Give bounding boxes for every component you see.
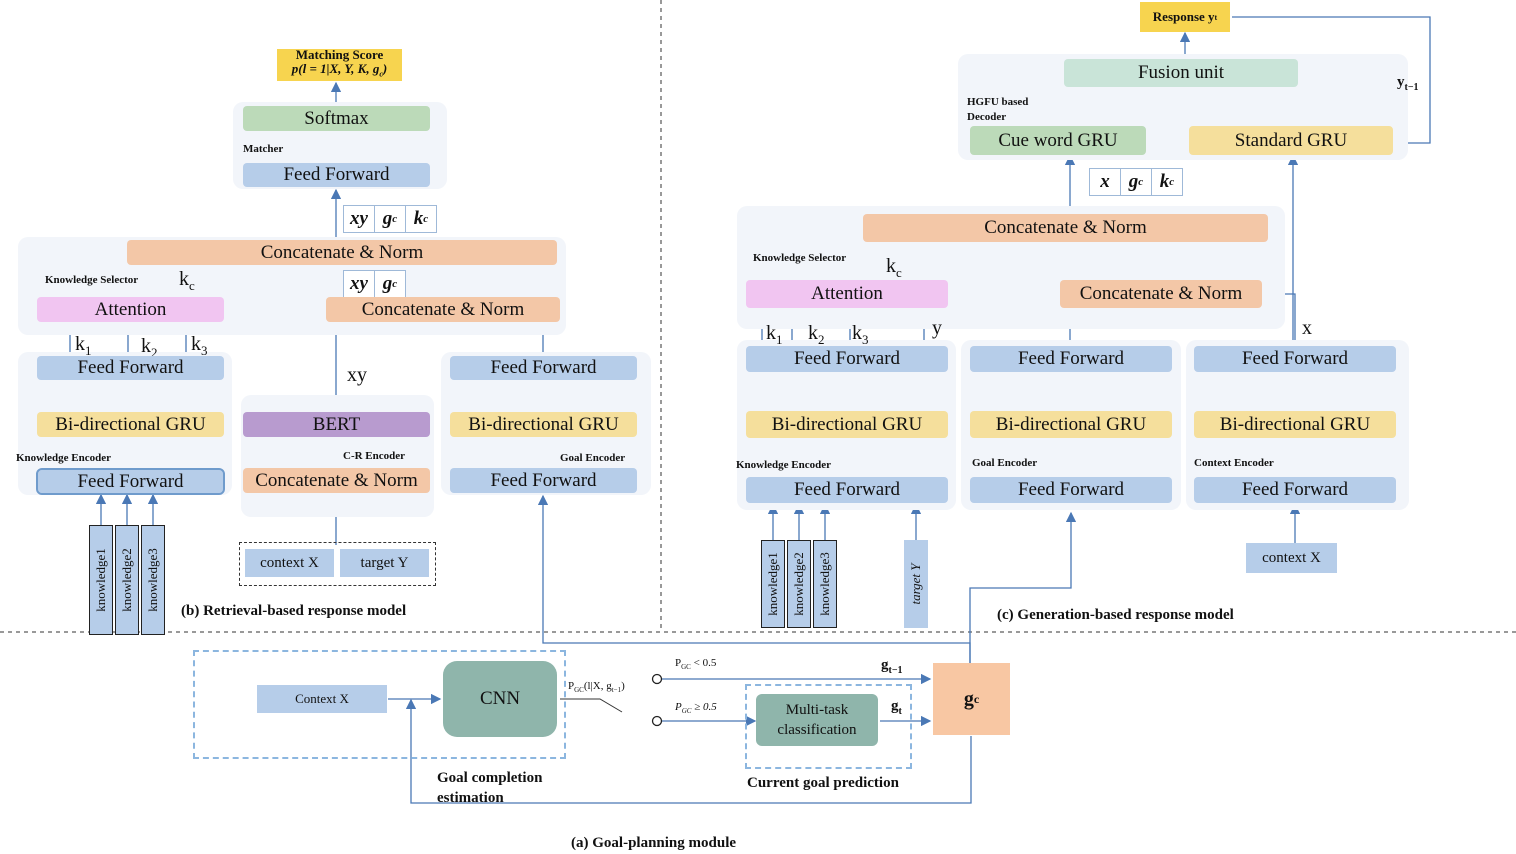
gen-knowledge-encoder-label: Knowledge Encoder <box>736 459 832 471</box>
gen-knowledge3: knowledge3 <box>813 540 837 628</box>
bert-box: BERT <box>243 412 430 437</box>
cr-concat-norm: Concatenate & Norm <box>243 468 430 493</box>
y-prev-label: yt−1 <box>1397 74 1419 93</box>
top-concat-norm: Concatenate & Norm <box>127 240 557 265</box>
cr-input-box <box>239 542 436 586</box>
k1-label: k1 <box>75 333 92 358</box>
gen-knowledge-bigru: Bi-directional GRU <box>746 411 948 438</box>
inner-concat-norm: Concatenate & Norm <box>326 297 560 322</box>
triple-mid-xy: xy <box>344 271 375 297</box>
gen-x-label: x <box>1302 317 1312 339</box>
cr-encoder-label: C-R Encoder <box>343 450 406 462</box>
goal-feed-forward-bottom: Feed Forward <box>450 468 637 493</box>
goal-encoder-label: Goal Encoder <box>560 452 626 464</box>
gen-context-bigru: Bi-directional GRU <box>1194 411 1396 438</box>
k3-label: k3 <box>191 333 208 358</box>
gen-knowledge-selector-label: Knowledge Selector <box>753 252 847 264</box>
softmax-box: Softmax <box>243 106 430 131</box>
matching-score-box: Matching Score p(l = 1|X, Y, K, gc) <box>277 47 402 81</box>
goal-bigru: Bi-directional GRU <box>450 412 637 437</box>
matcher-label: Matcher <box>243 143 284 155</box>
gen-top-concat-norm: Concatenate & Norm <box>863 214 1268 242</box>
retrieval-knowledge2: knowledge2 <box>115 525 139 635</box>
cnn-box: CNN <box>443 661 557 737</box>
gen-context-encoder-label: Context Encoder <box>1194 457 1274 469</box>
triple-top-xy: xy <box>344 206 375 232</box>
goal-completion-label: Goal completion estimation <box>437 770 543 806</box>
matcher-feed-forward: Feed Forward <box>243 163 430 187</box>
knowledge-selector-label: Knowledge Selector <box>45 274 139 286</box>
gen-triple-x: x <box>1090 169 1121 195</box>
multitask-box: Multi-task classification <box>756 694 878 746</box>
p-ge-label: PGC ≥ 0.5 <box>675 701 717 716</box>
gen-goal-bigru: Bi-directional GRU <box>970 411 1172 438</box>
p-lt-label: PGC < 0.5 <box>675 657 717 672</box>
retrieval-caption: (b) Retrieval-based response model <box>181 603 407 619</box>
matching-score-sub: c <box>379 69 383 79</box>
gen-knowledge2: knowledge2 <box>787 540 811 628</box>
cue-word-gru: Cue word GRU <box>970 126 1146 155</box>
g-prev-label: gt−1 <box>881 657 903 676</box>
gen-attention: Attention <box>746 280 948 308</box>
gen-k3-label: k3 <box>852 322 869 347</box>
gen-knowledge-feed-forward-top: Feed Forward <box>746 346 948 372</box>
matching-score-title: Matching Score <box>295 47 384 63</box>
gen-target-y: target Y <box>904 540 928 628</box>
knowledge-bigru: Bi-directional GRU <box>37 412 224 437</box>
knowledge-feed-forward-top: Feed Forward <box>37 356 224 380</box>
knowledge-encoder-label: Knowledge Encoder <box>16 452 112 464</box>
hgfu-label: HGFU based Decoder <box>967 96 1029 123</box>
current-goal-box <box>745 684 912 769</box>
gen-kc-label: kc <box>886 255 902 280</box>
gen-goal-feed-forward-top: Feed Forward <box>970 346 1172 372</box>
kc-label: kc <box>179 268 195 293</box>
gen-y-label: y <box>932 317 942 339</box>
gen-knowledge1: knowledge1 <box>761 540 785 628</box>
standard-gru: Standard GRU <box>1189 126 1393 155</box>
gen-goal-encoder-label: Goal Encoder <box>972 457 1038 469</box>
retrieval-knowledge1: knowledge1 <box>89 525 113 635</box>
goal-completion-box <box>193 650 566 759</box>
retrieval-context-x: context X <box>245 549 334 577</box>
retrieval-target-y: target Y <box>340 549 429 577</box>
goal-context-x: Context X <box>257 685 387 713</box>
matching-score-formula: p(l = 1|X, Y, K, g <box>291 61 380 77</box>
pgc-formula: PGC(l|X, gt−1) <box>568 680 625 695</box>
fusion-unit: Fusion unit <box>1064 59 1298 87</box>
gen-context-feed-forward-top: Feed Forward <box>1194 346 1396 372</box>
gen-k2-label: k2 <box>808 322 825 347</box>
gen-inner-concat-norm: Concatenate & Norm <box>1060 280 1262 308</box>
goal-feed-forward-top: Feed Forward <box>450 356 637 380</box>
gen-context-x: context X <box>1246 543 1337 573</box>
current-goal-label: Current goal prediction <box>747 775 899 791</box>
xy-label: xy <box>347 364 367 386</box>
retrieval-attention: Attention <box>37 297 224 322</box>
gen-knowledge-feed-forward-bottom: Feed Forward <box>746 477 948 503</box>
generation-caption: (c) Generation-based response model <box>997 607 1234 623</box>
gen-k1-label: k1 <box>766 322 783 347</box>
gen-goal-feed-forward-bottom: Feed Forward <box>970 477 1172 503</box>
k2-label: k2 <box>141 335 158 360</box>
goal-caption: (a) Goal-planning module <box>571 835 737 851</box>
knowledge-feed-forward-bottom: Feed Forward <box>36 468 225 495</box>
g-t-label: gt <box>891 698 902 717</box>
retrieval-knowledge3: knowledge3 <box>141 525 165 635</box>
gen-context-feed-forward-bottom: Feed Forward <box>1194 477 1396 503</box>
